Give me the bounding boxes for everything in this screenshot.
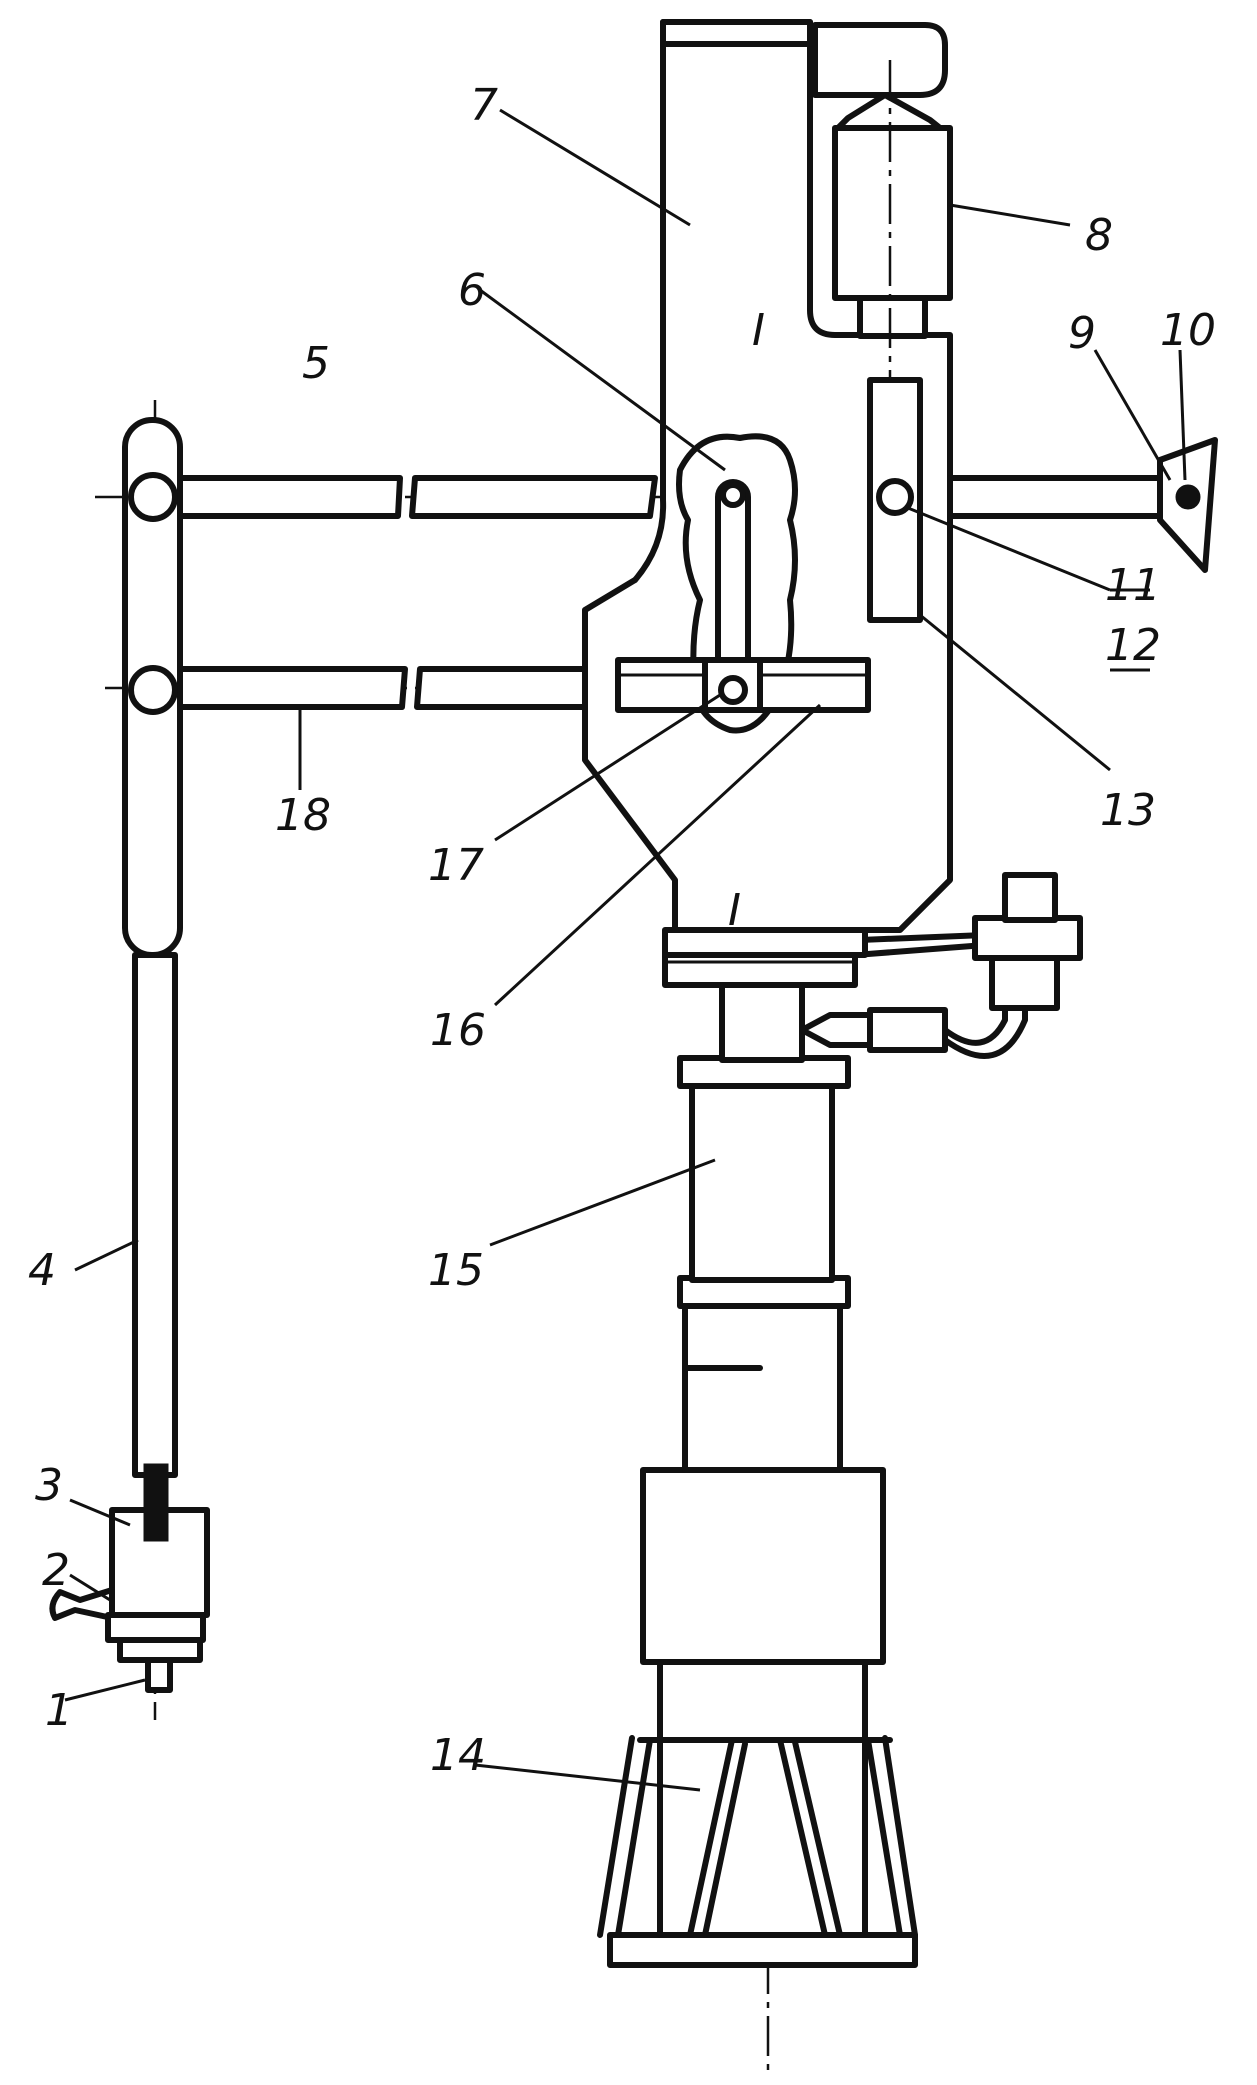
label-7: 7 (470, 80, 498, 131)
lower-arm (177, 666, 588, 710)
label-14: 14 (430, 1730, 486, 1781)
base-column (597, 1657, 918, 1968)
slot-pin (876, 478, 914, 516)
label-1: 1 (45, 1685, 73, 1736)
label-11: 11 (1105, 560, 1161, 611)
label-2: 2 (42, 1545, 70, 1596)
upper-arm (177, 475, 1168, 519)
column-sections (662, 947, 858, 1473)
body-top-plate (660, 19, 813, 47)
section-mark-upper: I (752, 305, 765, 356)
motor (812, 22, 953, 380)
body-flange (662, 927, 868, 958)
leader-lines (64, 108, 1187, 1792)
label-17: 17 (428, 840, 484, 891)
label-13: 13 (1100, 785, 1156, 836)
gripper-bolt (1175, 484, 1201, 510)
rotation-drive (799, 872, 1083, 1059)
label-15: 15 (428, 1245, 484, 1296)
column-clamp-block (640, 1467, 886, 1665)
label-18: 18 (275, 790, 331, 841)
label-8: 8 (1085, 210, 1113, 261)
label-6: 6 (458, 265, 486, 316)
slider-pin (718, 675, 748, 705)
label-5: 5 (302, 338, 330, 389)
section-mark-lower: I (728, 885, 741, 936)
label-3: 3 (35, 1460, 63, 1511)
lever-upper-pin (720, 482, 746, 508)
label-16: 16 (430, 1005, 486, 1056)
label-4: 4 (28, 1245, 56, 1296)
label-12: 12 (1105, 620, 1161, 671)
tool-assembly (49, 1463, 210, 1693)
label-10: 10 (1160, 305, 1216, 356)
rod (132, 952, 178, 1478)
left-link (122, 417, 183, 958)
label-9: 9 (1068, 308, 1096, 359)
